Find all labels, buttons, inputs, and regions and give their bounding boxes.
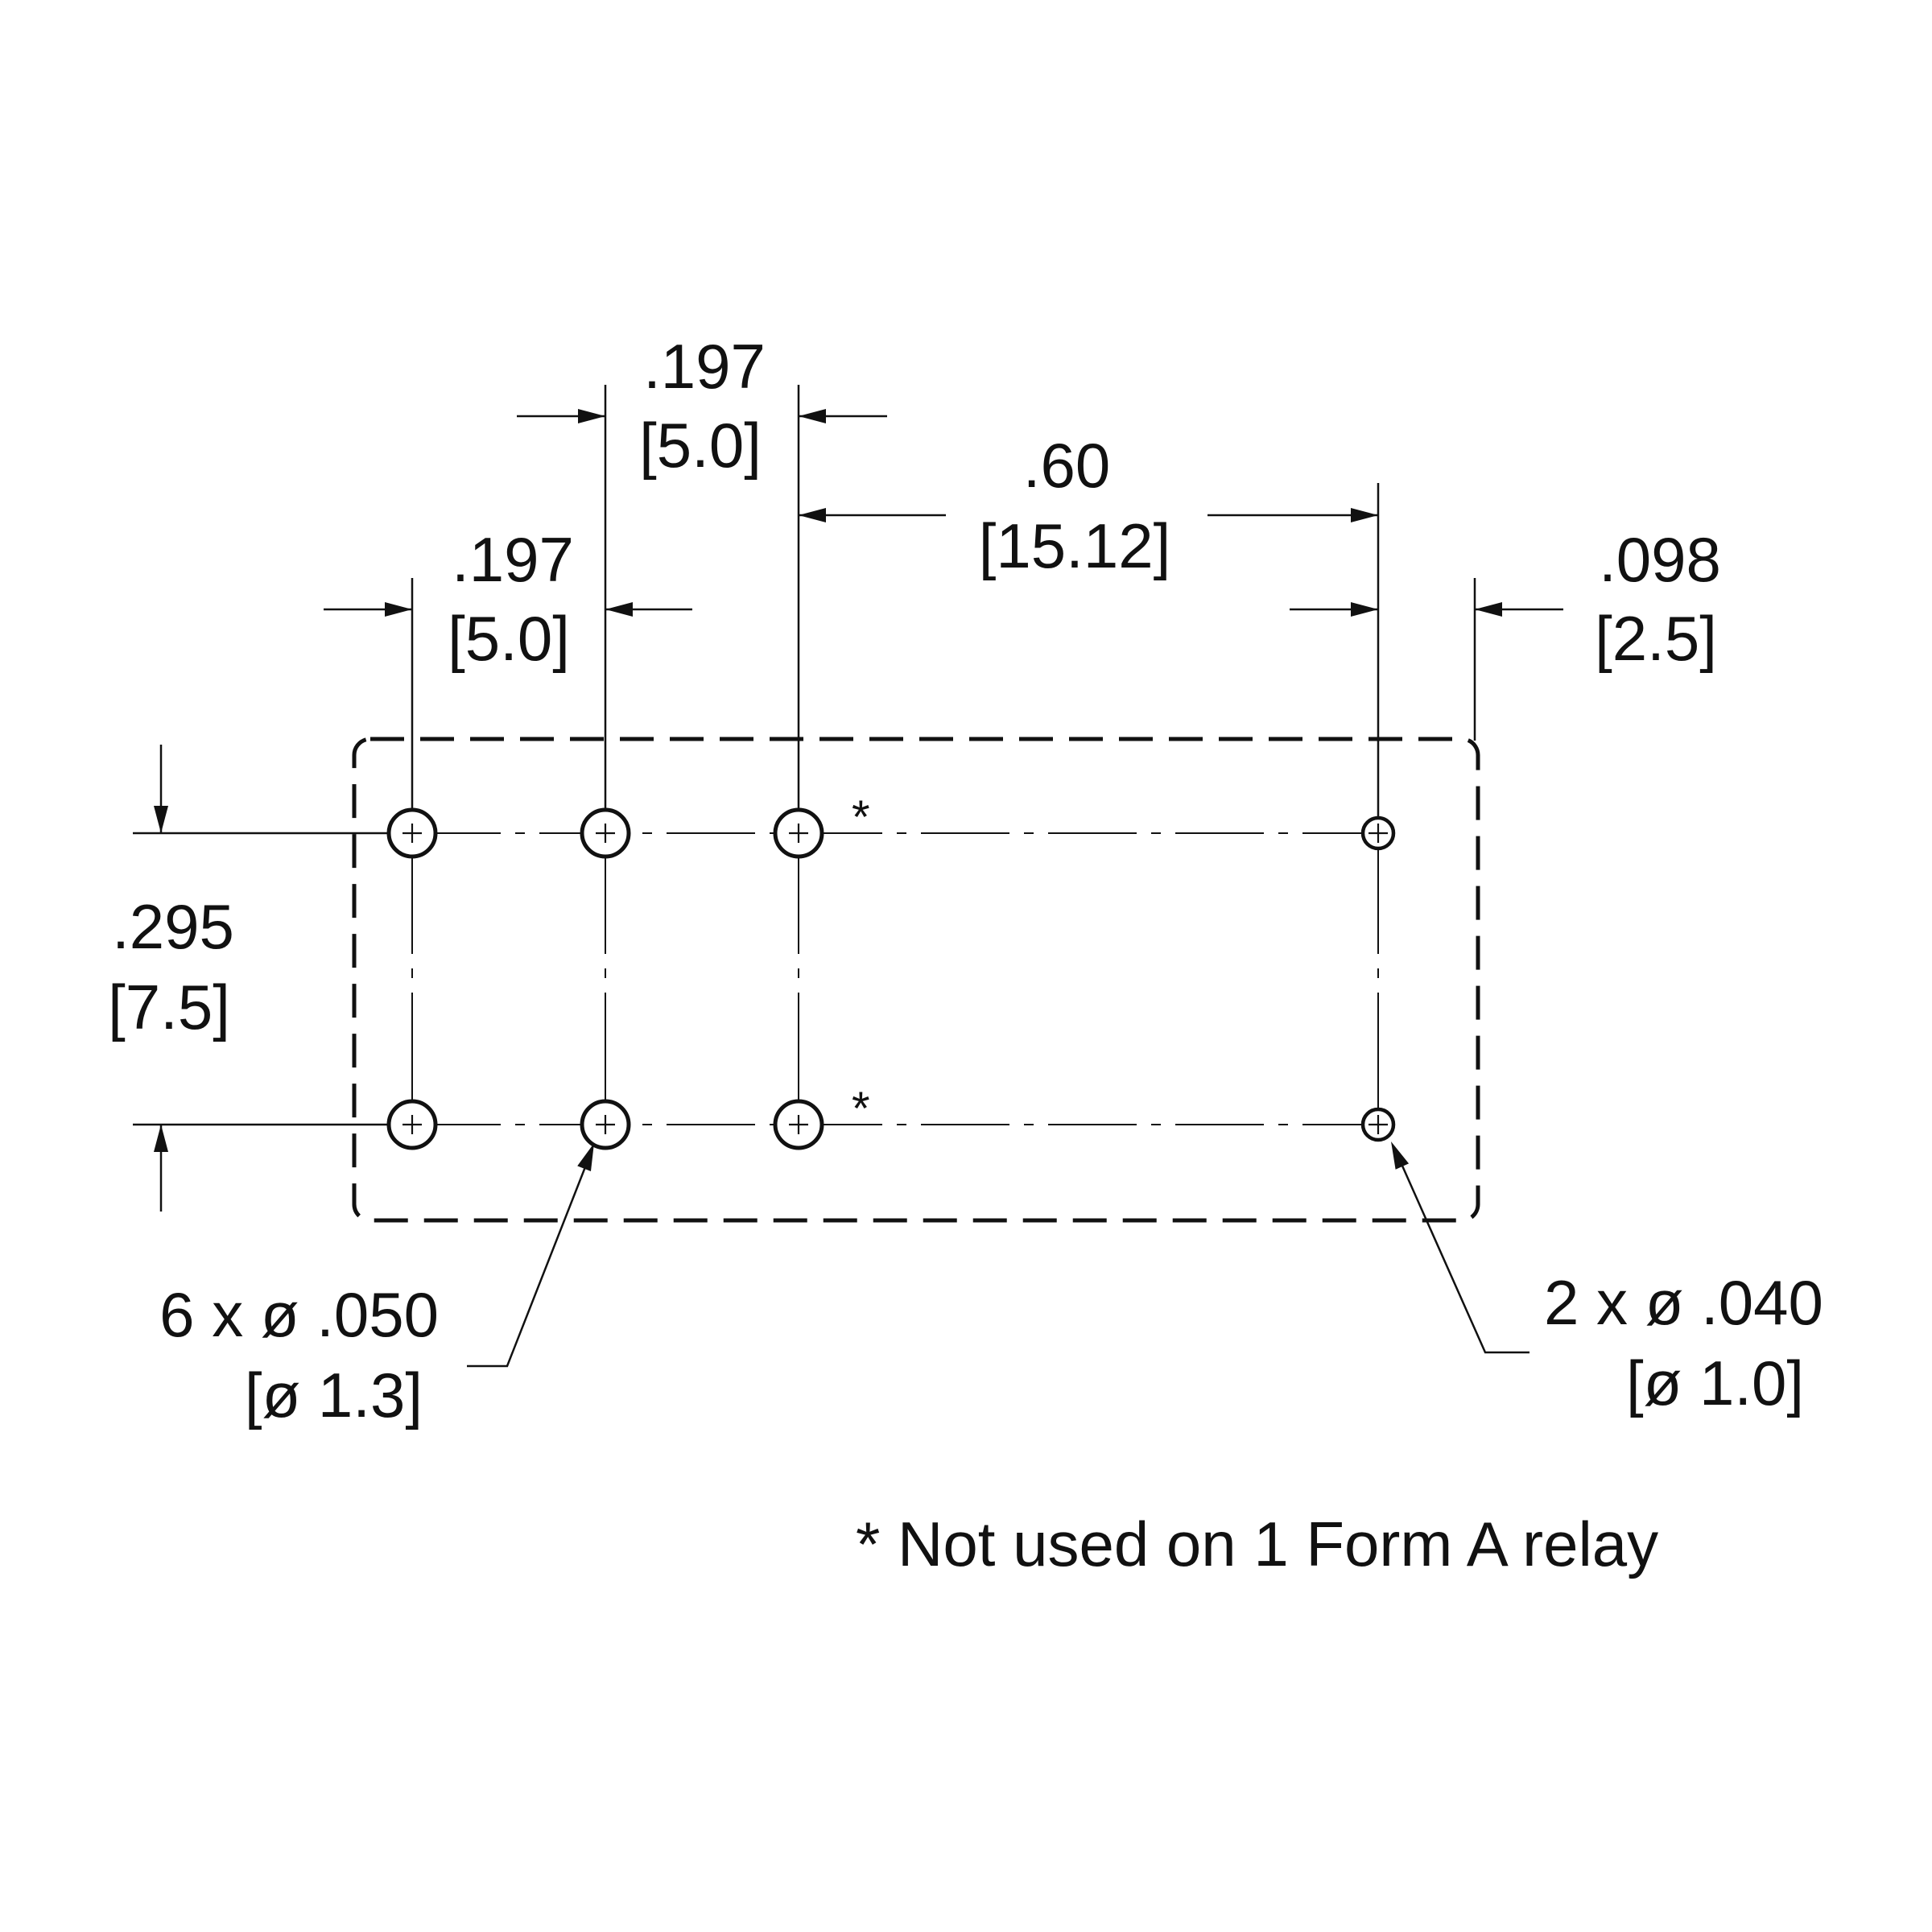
dim-edge-offset-imperial: .098 [1599,524,1721,595]
dim-row-spacing-imperial: .295 [112,891,234,962]
hole-large [386,807,438,859]
footnote: * Not used on 1 Form A relay [856,1509,1658,1579]
dim-span: .60 [15.12] [799,430,1378,581]
dim-edge-offset-metric: [2.5] [1595,603,1717,674]
leader-small-holes: 2 x ø .040 [ø 1.0] [1384,1138,1823,1418]
callout-large-holes-metric: [ø 1.3] [245,1360,423,1430]
hole-small [1360,815,1396,851]
callout-small-holes-count: 2 x ø .040 [1544,1267,1823,1338]
large-holes [386,807,824,1150]
dim-pitch-top: .197 [5.0] [517,331,887,481]
dim-row-spacing-metric: [7.5] [108,972,230,1042]
dim-pitch-top-metric: [5.0] [639,410,762,481]
star-mark-top: * [852,791,870,844]
dim-pitch-top-imperial: .197 [643,331,766,402]
hole-small [1360,1107,1396,1142]
hole-large [773,1099,824,1150]
dim-span-imperial: .60 [1023,430,1110,501]
dim-row-spacing: .295 [7.5] [108,745,234,1212]
small-holes [1360,815,1396,1142]
dim-pitch-left: .197 [5.0] [324,524,692,674]
hole-large [773,807,824,859]
leader-large-holes: 6 x ø .050 [ø 1.3] [159,1140,601,1430]
hole-large [580,1099,631,1150]
dim-pitch-left-metric: [5.0] [448,603,570,674]
dim-span-metric: [15.12] [979,510,1171,581]
dim-edge-offset: .098 [2.5] [1290,524,1721,674]
hole-large [580,807,631,859]
star-mark-bottom: * [852,1083,870,1135]
dim-pitch-left-imperial: .197 [452,524,574,595]
relay-outline [352,737,1480,1223]
hole-large [386,1099,438,1150]
callout-small-holes-metric: [ø 1.0] [1626,1348,1804,1418]
callout-large-holes-count: 6 x ø .050 [159,1279,439,1350]
